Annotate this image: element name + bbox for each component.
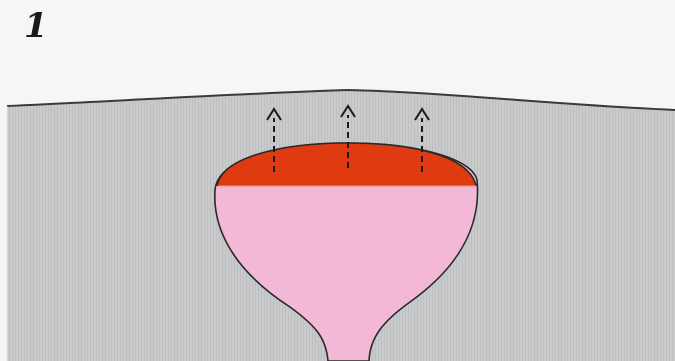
cross-section-diagram [0,0,675,361]
diagram-panel: 1 [0,0,675,361]
